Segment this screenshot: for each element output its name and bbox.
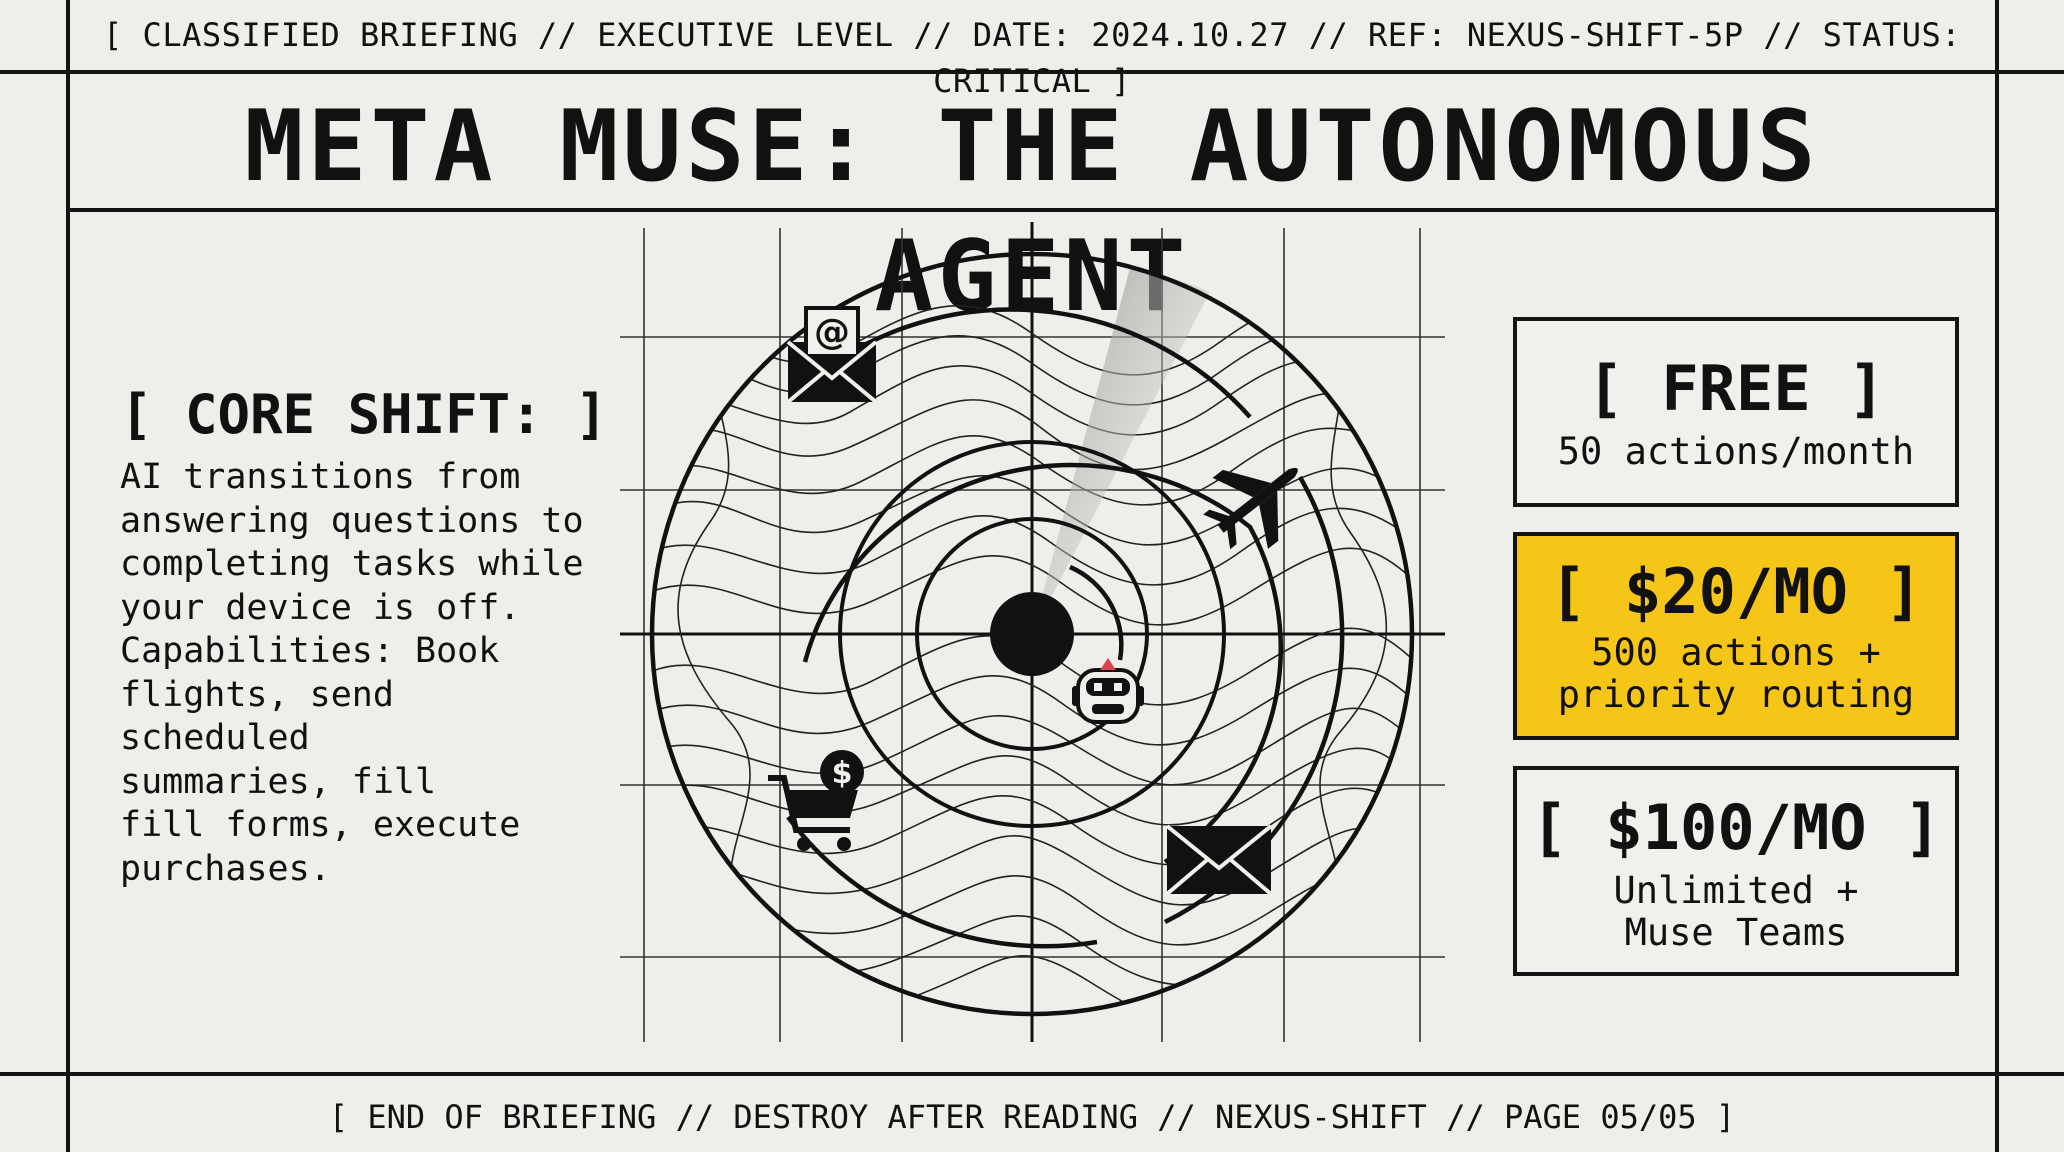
plan-100-description: Unlimited + Muse Teams [1613, 869, 1859, 954]
email-at-icon: @ [786, 306, 878, 404]
airplane-icon [1203, 467, 1298, 550]
core-shift-heading: [ CORE SHIFT: ] [120, 383, 608, 446]
frame-right-line [1995, 0, 1999, 1152]
plan-free-description: 50 actions/month [1557, 430, 1915, 473]
radar-center-dot [990, 592, 1074, 676]
page-title: META MUSE: THE AUTONOMOUS AGENT [244, 90, 1820, 334]
plan-20-description: 500 actions + priority routing [1557, 631, 1915, 716]
plan-20-title: [ $20/MO ] [1549, 555, 1923, 628]
frame-bottom-line [0, 1072, 2064, 1076]
classified-banner: [ CLASSIFIED BRIEFING // EXECUTIVE LEVEL… [103, 16, 1961, 100]
plan-free-title: [ FREE ] [1586, 352, 1886, 425]
footer-banner: [ END OF BRIEFING // DESTROY AFTER READI… [328, 1098, 1736, 1136]
frame-top-line [0, 70, 2064, 74]
plan-free-card[interactable]: [ FREE ] 50 actions/month [1513, 317, 1959, 507]
robot-icon [1072, 658, 1144, 724]
core-shift-body: AI transitions from answering questions … [120, 457, 584, 889]
shopping-cart-dollar-icon: $ [768, 750, 864, 851]
title-divider-line [66, 208, 1999, 212]
plan-100-card[interactable]: [ $100/MO ] Unlimited + Muse Teams [1513, 766, 1959, 976]
radar-diagram: @ ".." $ [620, 222, 1445, 1042]
frame-left-line [66, 0, 70, 1152]
svg-text:$: $ [832, 756, 853, 791]
radar-sweep [1032, 268, 1210, 634]
svg-text:@: @ [814, 312, 850, 353]
plan-20-card[interactable]: [ $20/MO ] 500 actions + priority routin… [1513, 532, 1959, 740]
radar-rings [649, 251, 1415, 1017]
envelope-icon [1165, 824, 1273, 896]
plan-100-title: [ $100/MO ] [1530, 791, 1942, 864]
